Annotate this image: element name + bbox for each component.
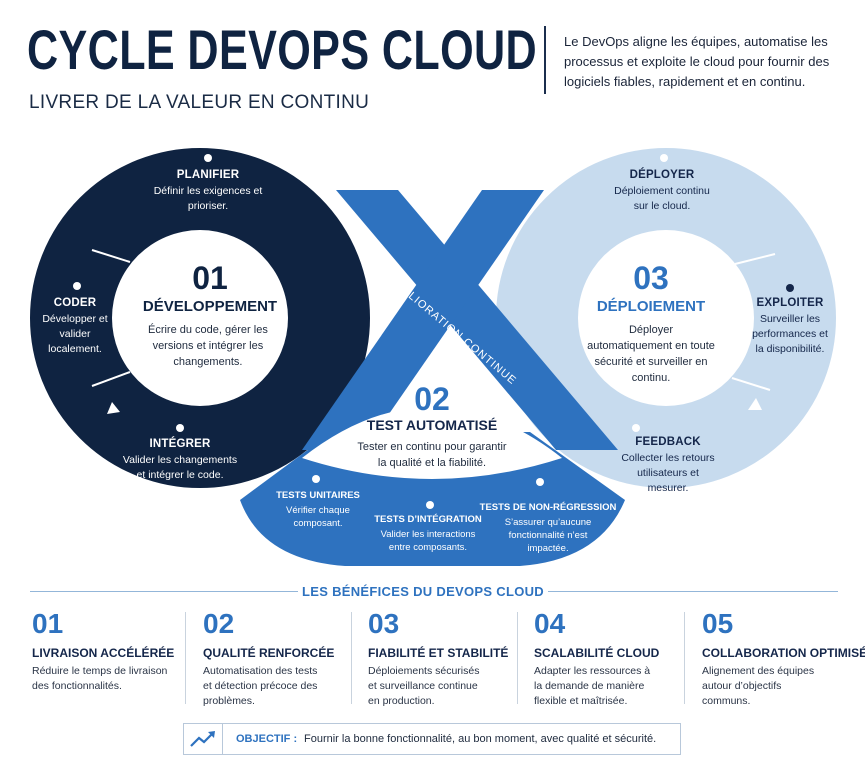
- loop-bar-down: [336, 190, 618, 450]
- objective-banner: OBJECTIF : Fournir la bonne fonctionnali…: [183, 723, 681, 755]
- segment-coder: CODER Développer et valider localement.: [42, 297, 108, 355]
- coder-dot: [73, 282, 81, 290]
- benefit-divider: [517, 612, 518, 704]
- phase-deployment: 03 DÉPLOIEMENT Déployer automatiquement …: [587, 260, 715, 384]
- benefit-item: 05 COLLABORATION OPTIMISÉE Alignement de…: [702, 608, 865, 707]
- deploy-disc: [578, 230, 754, 406]
- segment-planifier: PLANIFIER Définir les exigences et prior…: [153, 169, 263, 212]
- benefits-rule-left: [30, 591, 298, 592]
- benefit-item: 02 QUALITÉ RENFORCÉE Automatisation des …: [203, 608, 335, 707]
- benefit-item: 03 FIABILITÉ ET STABILITÉ Déploiements s…: [368, 608, 509, 707]
- deployer-dot: [660, 154, 668, 162]
- benefit-divider: [351, 612, 352, 704]
- test-unit: TESTS UNITAIRES Vérifier chaque composan…: [276, 490, 360, 529]
- loop-bar-up: [302, 190, 544, 450]
- benefit-item: 01 LIVRAISON ACCÉLÉRÉE Réduire le temps …: [32, 608, 175, 692]
- test-phase-area: [302, 407, 562, 479]
- test-integ-dot: [426, 501, 434, 509]
- benefit-divider: [185, 612, 186, 704]
- test-nonreg-dot: [536, 478, 544, 486]
- test-non-regression: TESTS DE NON-RÉGRESSION S’assurer qu’auc…: [479, 502, 617, 554]
- objective-label: OBJECTIF :: [236, 733, 298, 745]
- header-divider: [544, 26, 546, 94]
- trend-up-icon: [184, 724, 223, 754]
- exploiter-dot: [786, 284, 794, 292]
- benefit-item: 04 SCALABILITÉ CLOUD Adapter les ressour…: [534, 608, 660, 707]
- benefit-divider: [684, 612, 685, 704]
- deploy-ring: [496, 148, 836, 488]
- feedback-dot: [632, 424, 640, 432]
- dev-disc: [112, 230, 288, 406]
- dev-ring: [30, 148, 370, 488]
- segment-integrer: INTÉGRER Valider les changements et inté…: [122, 438, 238, 481]
- page-subtitle: LIVRER DE LA VALEUR EN CONTINU: [29, 92, 370, 113]
- page-title: CYCLE DEVOPS CLOUD: [27, 18, 538, 81]
- phase-test: 02 TEST AUTOMATISÉ Tester en continu pou…: [357, 381, 507, 469]
- ring-arrows: [107, 398, 762, 414]
- benefits-rule-right: [548, 591, 838, 592]
- integrer-dot: [176, 424, 184, 432]
- test-integration: TESTS D’INTÉGRATION Valider les interact…: [374, 514, 482, 553]
- segment-exploiter: EXPLOITER Surveiller les performances et…: [752, 297, 828, 355]
- planifier-dot: [204, 154, 212, 162]
- test-unit-dot: [312, 475, 320, 483]
- segment-separators: [91, 249, 776, 391]
- intro-text: Le DevOps aligne les équipes, automatise…: [564, 34, 830, 89]
- phase-development: 01 DÉVELOPPEMENT Écrire du code, gérer l…: [142, 260, 278, 368]
- objective-text: Fournir la bonne fonctionnalité, au bon …: [304, 733, 657, 745]
- benefits-title: LES BÉNÉFICES DU DEVOPS CLOUD: [301, 584, 544, 599]
- segment-deployer: DÉPLOYER Déploiement continu sur le clou…: [614, 169, 710, 212]
- segment-feedback: FEEDBACK Collecter les retours utilisate…: [621, 436, 715, 494]
- devops-cycle-diagram: [30, 148, 836, 566]
